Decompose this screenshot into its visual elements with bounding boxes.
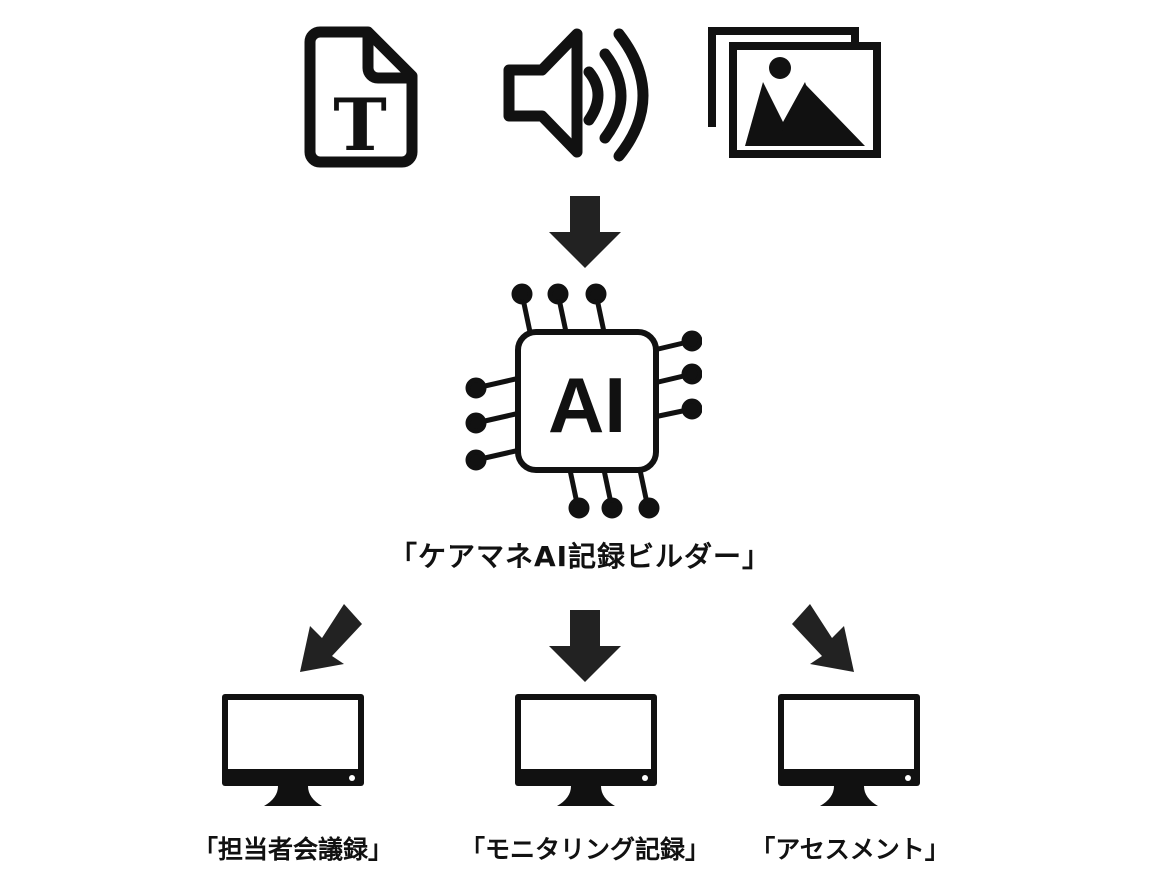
arrow-down-left-icon: [300, 604, 362, 672]
monitor-icon-3: [778, 694, 920, 806]
arrow-down-right-icon: [792, 604, 854, 672]
output-label-monitoring-record: 「モニタリング記録」: [459, 835, 710, 864]
product-name-label: 「ケアマネAI記録ビルダー」: [388, 540, 772, 573]
arrow-down-icon: [549, 196, 621, 268]
arrow-down-icon-2: [549, 610, 621, 682]
monitor-icon-2: [515, 694, 657, 806]
monitor-icon-1: [222, 694, 364, 806]
output-label-assessment: 「アセスメント」: [750, 835, 950, 864]
ai-chip-icon: AI: [465, 283, 702, 519]
speaker-audio-icon: [503, 28, 649, 162]
image-gallery-icon: [708, 27, 881, 158]
output-label-meeting-minutes: 「担当者会議録」: [192, 835, 393, 864]
chip-text: AI: [548, 361, 626, 449]
text-glyph: T: [333, 82, 387, 167]
text-document-icon: T: [304, 26, 418, 168]
